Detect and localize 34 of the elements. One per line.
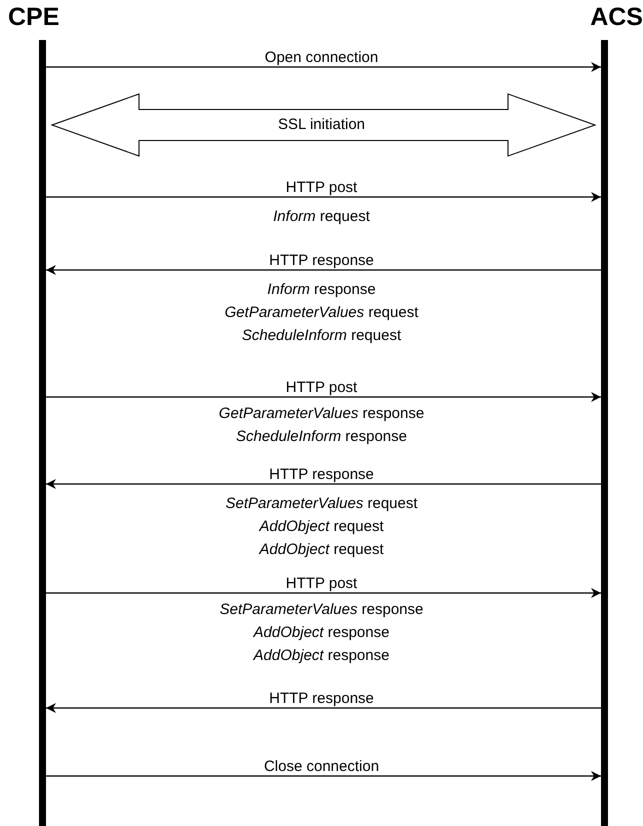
message-content: ScheduleInform response: [236, 428, 407, 445]
lifeline-heading: CPE: [8, 2, 60, 32]
message-arrow: [46, 62, 601, 72]
double-block-arrow: [50, 93, 596, 157]
message-content: SetParameterValues response: [220, 601, 424, 618]
edge-label: HTTP response: [269, 466, 374, 483]
lifeline-heading: ACS: [590, 2, 643, 32]
lifeline-bar: [39, 40, 46, 826]
message-content: AddObject request: [259, 518, 384, 535]
message-arrow: [46, 588, 601, 598]
edge-label: Open connection: [264, 49, 378, 66]
message-content: AddObject response: [254, 624, 390, 641]
message-arrow: [46, 479, 601, 489]
edge-label: HTTP response: [269, 690, 374, 707]
message-content: Inform response: [267, 281, 376, 298]
edge-label: HTTP post: [286, 379, 358, 396]
edge-label: Close connection: [264, 758, 380, 775]
edge-label: HTTP response: [269, 252, 374, 269]
message-arrow: [46, 392, 601, 402]
message-arrow: [46, 771, 601, 781]
message-arrow: [46, 703, 601, 713]
lifeline-bar: [601, 40, 608, 826]
message-content: GetParameterValues response: [218, 405, 424, 422]
message-arrow: [46, 265, 601, 275]
message-content: GetParameterValues request: [224, 304, 418, 321]
edge-label: SSL initiation: [278, 116, 365, 133]
message-content: SetParameterValues request: [225, 495, 418, 512]
message-arrow: [46, 192, 601, 202]
message-content: Inform request: [273, 208, 370, 225]
edge-label: HTTP post: [286, 575, 358, 592]
message-content: AddObject request: [259, 541, 384, 558]
edge-label: HTTP post: [286, 179, 358, 196]
message-content: ScheduleInform request: [242, 327, 402, 344]
message-content: AddObject response: [254, 647, 390, 664]
